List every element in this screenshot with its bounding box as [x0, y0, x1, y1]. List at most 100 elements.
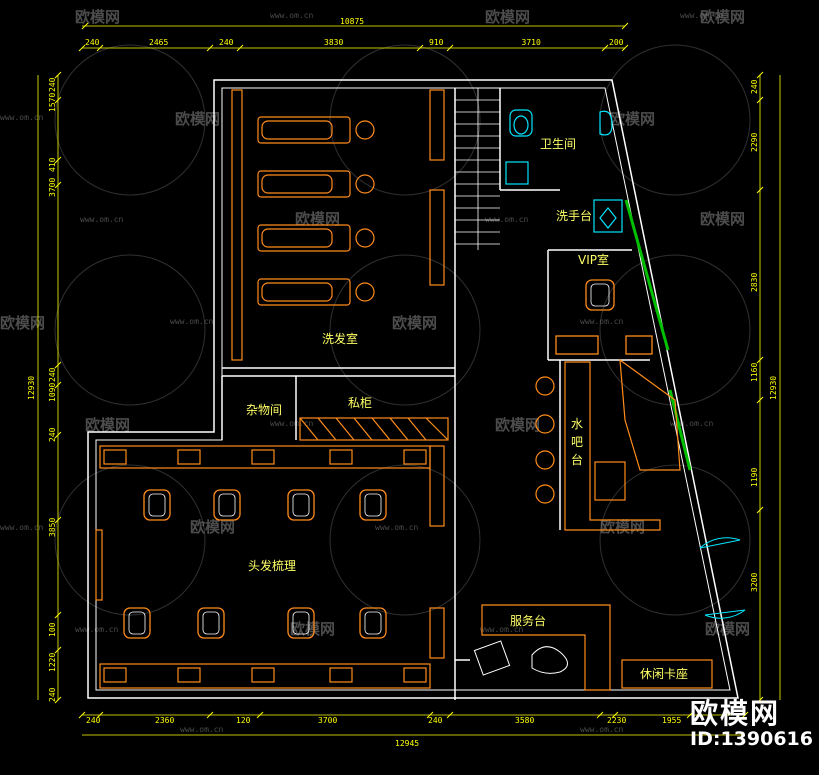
dim-left-segment: 1220 — [48, 653, 57, 672]
dimension-tick — [206, 44, 214, 52]
watermark-url: www.om.cn — [670, 419, 714, 428]
dim-right-total: 12930 — [769, 376, 778, 400]
dim-bottom-segment: 2360 — [155, 716, 174, 725]
dim-left-segment: 240 — [48, 427, 57, 442]
dimension-lines — [37, 25, 781, 736]
dimension-tick — [54, 381, 62, 389]
dim-bottom-segment: 3580 — [515, 716, 534, 725]
dimension-ticks — [54, 22, 764, 719]
dim-top-segment: 910 — [429, 38, 444, 47]
dim-bottom-segment: 3700 — [318, 716, 337, 725]
walls — [87, 79, 739, 700]
dimension-tick — [621, 22, 629, 30]
watermark-text: 欧模网 — [295, 210, 340, 228]
watermark-url: www.om.cn — [180, 725, 224, 734]
dimension-tick — [256, 711, 264, 719]
dimension-tick — [54, 361, 62, 369]
dimension-tick — [54, 516, 62, 524]
dimension-tick — [601, 44, 609, 52]
dimension-tick — [741, 711, 749, 719]
dimension-tick — [81, 22, 89, 30]
watermark-text: 欧模网 — [190, 518, 235, 536]
dimension-tick — [78, 44, 86, 52]
label-wash-basin: 洗手台 — [556, 208, 592, 223]
dim-right-segment: 240 — [750, 79, 759, 94]
watermark-layer: 欧模网 欧模网 欧模网 欧模网 欧模网 欧模网 欧模网 欧模网 欧模网 欧模网 … — [0, 8, 751, 734]
styling-chairs — [123, 489, 387, 639]
watermark-text: 欧模网 — [392, 314, 437, 332]
dimension-tick — [756, 356, 764, 364]
dim-top-segment: 240 — [219, 38, 234, 47]
water-bar — [535, 358, 681, 531]
stairs — [455, 88, 500, 250]
dimension-tick — [756, 396, 764, 404]
dim-left-segment: 410 — [48, 157, 57, 172]
dimension-tick — [96, 711, 104, 719]
dim-top-segment: 3710 — [522, 38, 541, 47]
watermark-url: www.om.cn — [485, 215, 529, 224]
dim-top-segment: 240 — [85, 38, 100, 47]
dimension-tick — [621, 44, 629, 52]
label-restroom: 卫生间 — [540, 137, 576, 151]
dim-left-segment: 240 — [48, 77, 57, 92]
dim-top-segment: 200 — [609, 38, 624, 47]
dim-left-segment: 3850 — [48, 518, 57, 537]
label-storage: 杂物间 — [246, 403, 282, 417]
watermark-url: www.om.cn — [270, 11, 314, 20]
watermark-url: www.om.cn — [0, 113, 44, 122]
watermark-url: www.om.cn — [270, 419, 314, 428]
dim-bottom-total: 12945 — [395, 739, 419, 748]
dim-top-total: 10875 — [340, 17, 364, 26]
watermark-url: www.om.cn — [680, 11, 724, 20]
watermark-url: www.om.cn — [480, 625, 524, 634]
label-water-bar: 水吧台 — [571, 417, 583, 467]
watermark-text: 欧模网 — [290, 620, 335, 638]
dimension-tick — [54, 181, 62, 189]
watermark-text: 欧模网 — [610, 110, 655, 128]
watermark-text: 欧模网 — [75, 8, 120, 26]
dim-left-segment: 1570 — [48, 93, 57, 112]
dim-top-segment: 3830 — [324, 38, 343, 47]
watermark-url: www.om.cn — [375, 523, 419, 532]
vip-chair — [555, 279, 653, 355]
dim-right-segment: 2290 — [750, 133, 759, 152]
watermark-url: www.om.cn — [170, 317, 214, 326]
label-vip-room: VIP室 — [578, 252, 609, 267]
dimension-tick — [596, 711, 604, 719]
watermark-text: 欧模网 — [705, 620, 750, 638]
dim-left-segment: 240 — [48, 687, 57, 702]
shampoo-beds — [231, 89, 445, 361]
watermark-url: www.om.cn — [580, 725, 624, 734]
dimension-tick — [611, 711, 619, 719]
dimension-tick — [54, 156, 62, 164]
dimension-tick — [446, 44, 454, 52]
dim-left-segment: 240 — [48, 367, 57, 382]
dim-left-segment: 1090 — [48, 383, 57, 402]
brand-name: 欧模网 — [690, 697, 781, 730]
label-lounge-booth: 休闲卡座 — [640, 666, 688, 681]
dimension-tick — [54, 611, 62, 619]
watermark-circles — [54, 44, 751, 616]
dimension-tick — [54, 431, 62, 439]
styling-stations — [95, 445, 445, 689]
watermark-url: www.om.cn — [0, 523, 44, 532]
lounge-booth — [621, 659, 713, 689]
watermark-text: 欧模网 — [175, 110, 220, 128]
dimension-tick — [426, 711, 434, 719]
dimension-tick — [756, 696, 764, 704]
label-hair-styling: 头发梳理 — [248, 558, 296, 573]
watermark-url: www.om.cn — [580, 317, 624, 326]
dimension-tick — [756, 96, 764, 104]
watermark-text: 欧模网 — [485, 8, 530, 26]
door-arcs — [699, 537, 746, 619]
dimension-tick — [236, 44, 244, 52]
dim-left-segment: 3700 — [48, 178, 57, 197]
dimension-tick — [54, 696, 62, 704]
glass-window — [624, 199, 692, 471]
dimension-tick — [96, 44, 104, 52]
brand-id: ID:1390616 — [690, 728, 813, 750]
dimension-tick — [54, 96, 62, 104]
label-private-lockers: 私柜 — [348, 396, 372, 410]
